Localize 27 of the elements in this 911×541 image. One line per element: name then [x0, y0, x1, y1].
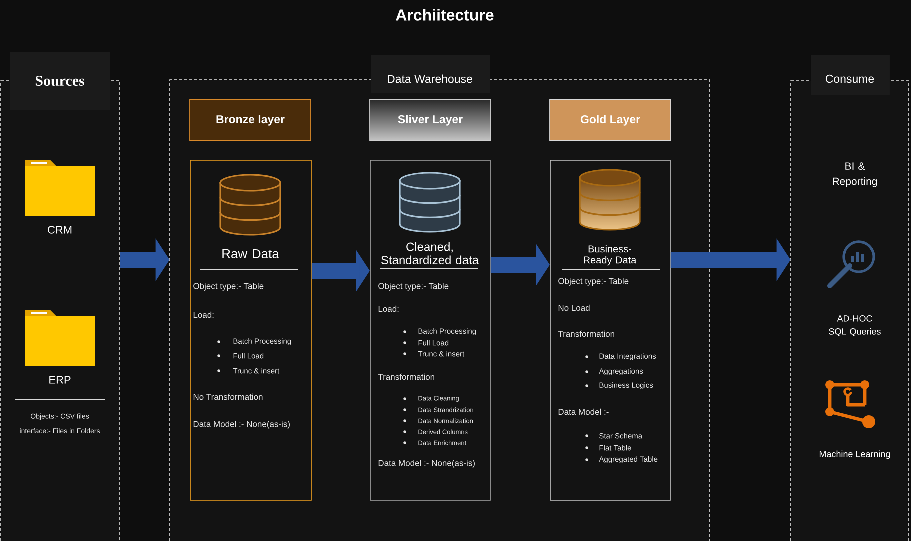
section-heading: Consume [811, 55, 890, 95]
item-label: BI & Reporting [833, 162, 878, 188]
card-text: Object type:- Table [558, 278, 629, 286]
card-text: Load: [378, 306, 399, 312]
card-title: Raw Data [222, 249, 280, 259]
item-label: AD-HOC SQL Queries [829, 315, 881, 336]
card-text: No Transformation [194, 394, 263, 400]
card-title: Cleaned, Standardized data [382, 242, 480, 264]
card-text: Load: [194, 312, 214, 318]
section-heading: Sources [10, 52, 110, 110]
item-label: CRM [48, 226, 72, 234]
layer-header: Gold Layer [550, 100, 672, 142]
section-heading: Data Warehouse [371, 55, 490, 93]
card-text: Data Model :- None(as-is) [378, 460, 475, 468]
card-title: Business- Ready Data [584, 245, 637, 266]
card-text: Object type:- Table [194, 283, 264, 291]
diagram-title: Archiitecture [396, 9, 494, 21]
card-text: Transformation [558, 330, 614, 338]
card-text: Object type:- Table [378, 283, 449, 291]
layer-header: Sliver Layer [370, 100, 492, 142]
item-label: Machine Learning [820, 450, 890, 460]
card-text: Data Model :- None(as-is) [194, 421, 290, 429]
card-text: Transformation [378, 374, 434, 380]
item-label: ERP [50, 376, 71, 384]
card-text: No Load [558, 304, 590, 312]
layer-header: Bronze layer [190, 100, 312, 142]
card-text: Data Model :- [558, 408, 609, 416]
